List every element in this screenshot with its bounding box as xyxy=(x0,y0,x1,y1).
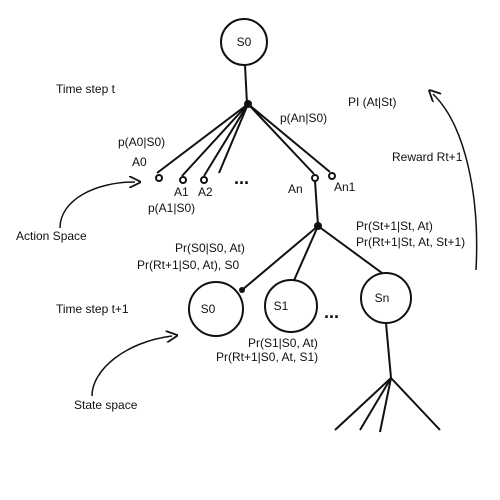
pr-st-line2: Pr(Rt+1|St, At, St+1) xyxy=(356,235,465,249)
action-label-a2: A2 xyxy=(198,185,213,199)
pr-s0-line2: Pr(Rt+1|S0, At), S0 xyxy=(137,258,239,272)
sn-branch-4 xyxy=(390,377,441,431)
state-label-sn: Sn xyxy=(375,291,390,305)
prob-a0-label: p(A0|S0) xyxy=(118,135,165,149)
action-label-a1: A1 xyxy=(174,185,189,199)
action-space-arrow xyxy=(59,182,135,229)
state-label-s1: S1 xyxy=(274,299,289,313)
an-stem xyxy=(314,180,319,226)
edge-an-sn xyxy=(317,225,383,274)
state-node-s1 xyxy=(264,279,318,333)
edge-root-a1 xyxy=(181,103,249,177)
action-space-label: Action Space xyxy=(16,229,87,243)
action-label-a0: A0 xyxy=(132,155,147,169)
action-node-a0 xyxy=(155,174,163,182)
edge-root-a3 xyxy=(218,103,249,174)
action-node-a1 xyxy=(179,176,187,184)
edge-an-s0 xyxy=(241,225,319,291)
time-step-t1-label: Time step t+1 xyxy=(56,302,129,316)
s0-junction-dot xyxy=(239,287,245,293)
pr-s1-line1: Pr(S1|S0, At) xyxy=(248,336,318,350)
sn-branch-3 xyxy=(379,377,392,433)
action-node-an xyxy=(311,174,319,182)
pi-policy-label: PI (At|St) xyxy=(348,95,396,109)
time-step-t-label: Time step t xyxy=(56,82,116,96)
edge-root-a2 xyxy=(203,103,249,177)
state-space-arrow xyxy=(91,336,172,397)
state-space-label: State space xyxy=(74,398,138,412)
action-label-an1: An1 xyxy=(334,180,356,194)
edge-root-a0 xyxy=(156,103,249,174)
ellipsis-actions: ... xyxy=(234,168,249,188)
ellipsis-states: ... xyxy=(324,302,339,322)
root-state-label: S0 xyxy=(237,35,252,49)
edge-root-an1 xyxy=(247,103,331,173)
state-node-s0 xyxy=(188,281,244,337)
prob-a1-label: p(A1|S0) xyxy=(148,201,195,215)
action-node-an1 xyxy=(328,172,336,180)
action-node-a2 xyxy=(200,176,208,184)
sn-stem xyxy=(385,322,392,379)
root-stem xyxy=(244,64,248,105)
state-label-s0: S0 xyxy=(201,302,216,316)
pr-st-line1: Pr(St+1|St, At) xyxy=(356,219,433,233)
sn-branch-1 xyxy=(334,377,392,431)
action-label-an: An xyxy=(288,182,303,196)
reward-arrow xyxy=(433,94,478,271)
edge-an-s1 xyxy=(291,225,319,286)
root-state-node xyxy=(220,18,268,66)
pr-s0-line1: Pr(S0|S0, At) xyxy=(175,241,245,255)
edge-root-an xyxy=(247,103,315,175)
reward-label: Reward Rt+1 xyxy=(392,150,463,164)
prob-an-label: p(An|S0) xyxy=(280,111,327,125)
pr-s1-line2: Pr(Rt+1|S0, At, S1) xyxy=(216,350,318,364)
sn-branch-2 xyxy=(359,377,392,431)
